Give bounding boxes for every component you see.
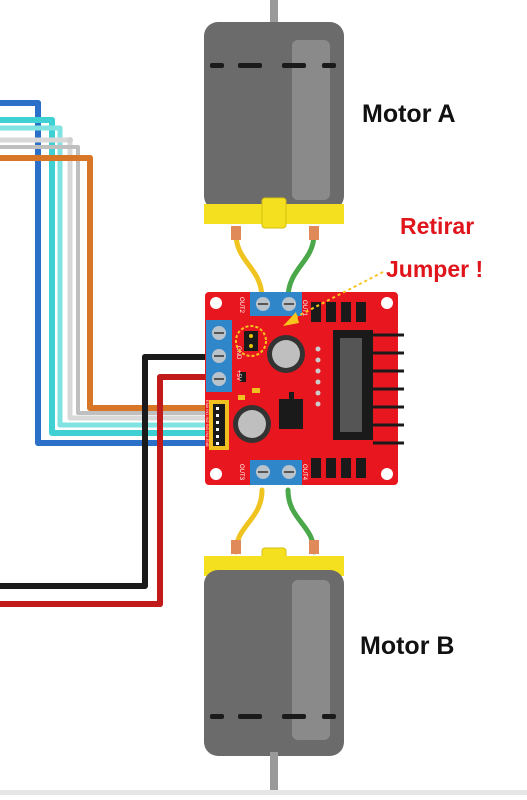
jumper-callout [235,271,384,357]
motor-a-label: Motor A [362,100,456,128]
jumper [244,331,258,351]
jumper-pointer-arrow [283,312,299,326]
terminal-out-top [250,292,302,316]
capacitor-1 [267,335,305,373]
wire-orange [0,155,206,411]
terminal-power [206,320,232,392]
wire-red [0,374,210,607]
motor-a-leads [233,231,317,301]
wire-cyan-1 [0,117,206,436]
label-out2: OUT2 [238,297,244,314]
jumper-highlight-circle [235,325,267,357]
jumper-note-line2: Jumper ! [386,256,484,282]
diodes-bottom [311,458,366,478]
wire-white-2 [0,145,206,415]
control-header [209,400,229,450]
motor-b-label: Motor B [360,632,455,660]
jumper-note-line1: Retirar [400,213,475,239]
diodes-top [311,302,366,322]
capacitor-2 [233,405,271,443]
signal-wires [0,100,210,607]
wire-cyan-2 [0,125,206,428]
motor-b-leads [233,487,317,555]
wire-black [0,354,210,589]
driver-chip [315,330,404,445]
wire-blue [0,100,206,446]
label-out1: OUT1 [301,300,307,317]
label-out4: OUT4 [301,464,307,481]
label-5v: +5V [235,370,241,381]
motor-b [204,547,344,790]
motor-a [204,0,344,229]
terminal-out-bottom [250,460,302,485]
label-out3: OUT3 [238,464,244,481]
label-enable-pins: ENA IN1 IN2 IN3 IN4 ENB [205,400,210,447]
driver-board: OUT1 OUT2 OUT3 OUT4 GND +5V ENA IN1 IN2 … [205,292,404,485]
wire-white-1 [0,137,206,421]
jumper-pointer-line [293,271,384,319]
label-gnd: GND [235,346,241,360]
